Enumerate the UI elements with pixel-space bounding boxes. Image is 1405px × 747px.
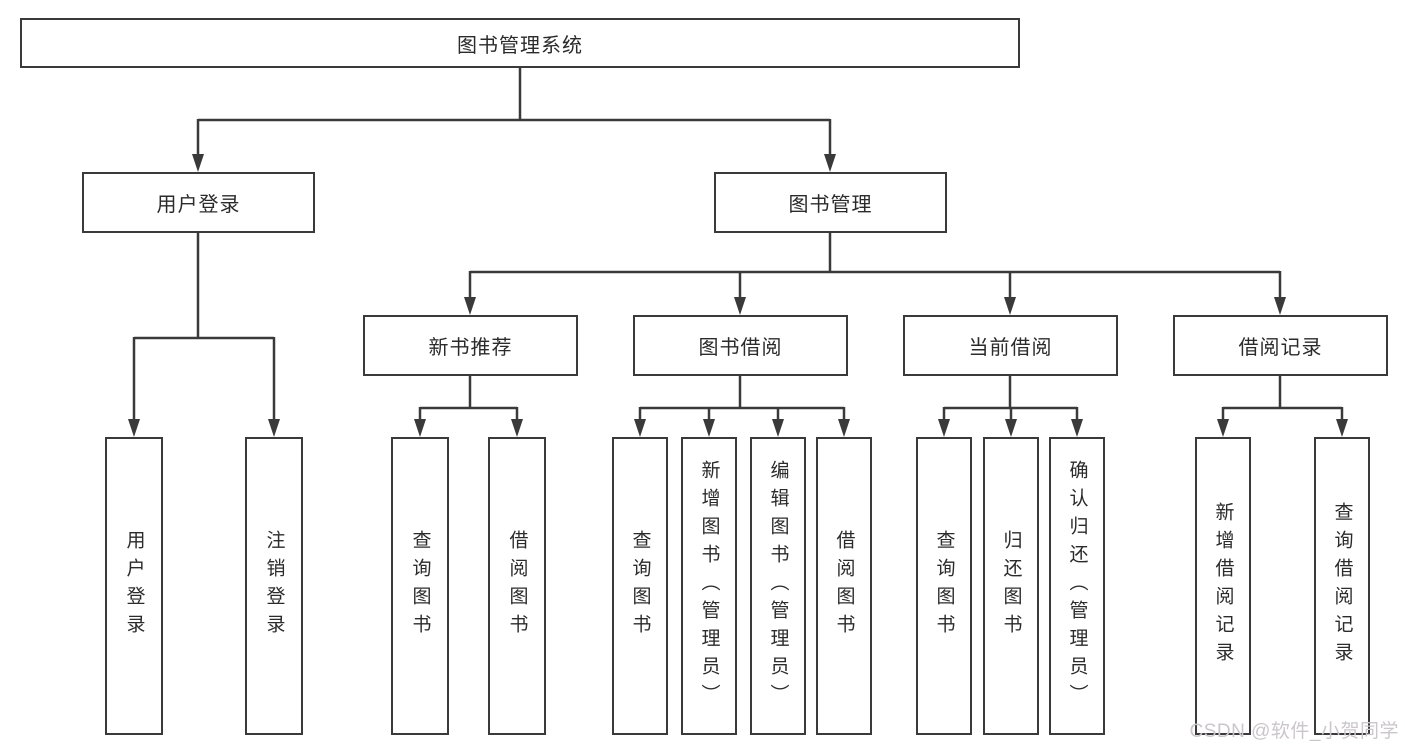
node-label: 用户登录 — [123, 530, 145, 642]
leaf-borrow-books-recommend: 借阅图书 — [488, 437, 546, 735]
node-label: 图书借阅 — [698, 337, 783, 359]
leaf-query-books-current: 查询图书 — [916, 437, 972, 735]
node-current-borrowing: 当前借阅 — [903, 315, 1118, 376]
leaf-user-login: 用户登录 — [105, 437, 163, 735]
leaf-logout: 注销登录 — [245, 437, 303, 735]
node-label: 借阅图书 — [833, 530, 855, 642]
node-label: 查询图书 — [409, 530, 431, 642]
node-book-management: 图书管理 — [714, 172, 947, 233]
node-label: 用户登录 — [156, 194, 241, 216]
leaf-return-books: 归还图书 — [983, 437, 1039, 735]
node-label: 查询图书 — [629, 530, 651, 642]
leaf-borrow-books: 借阅图书 — [816, 437, 872, 735]
leaf-query-books-recommend: 查询图书 — [391, 437, 449, 735]
node-label: 新增图书（管理员） — [698, 460, 720, 712]
leaf-add-borrow-record: 新增借阅记录 — [1195, 437, 1251, 735]
node-label: 注销登录 — [263, 530, 285, 642]
node-label: 查询借阅记录 — [1331, 502, 1353, 670]
leaf-edit-books-admin: 编辑图书（管理员） — [750, 437, 806, 735]
node-root-library-system: 图书管理系统 — [20, 18, 1020, 68]
node-label: 归还图书 — [1000, 530, 1022, 642]
node-label: 图书管理 — [788, 194, 873, 216]
node-label: 新书推荐 — [428, 337, 513, 359]
node-user-login: 用户登录 — [82, 172, 315, 233]
node-label: 确认归还（管理员） — [1066, 460, 1088, 712]
node-new-book-recommend: 新书推荐 — [363, 315, 578, 376]
leaf-confirm-return-admin: 确认归还（管理员） — [1049, 437, 1105, 735]
node-label: 图书管理系统 — [457, 34, 583, 57]
csdn-watermark: CSDN @软件_小贺同学 — [1189, 721, 1399, 742]
node-label: 当前借阅 — [968, 337, 1053, 359]
leaf-add-books-admin: 新增图书（管理员） — [681, 437, 737, 735]
node-label: 借阅记录 — [1238, 337, 1323, 359]
leaf-query-borrow-record: 查询借阅记录 — [1314, 437, 1370, 735]
node-book-borrowing: 图书借阅 — [633, 315, 848, 376]
node-label: 借阅图书 — [506, 530, 528, 642]
node-label: 查询图书 — [933, 530, 955, 642]
leaf-query-books-borrowing: 查询图书 — [612, 437, 668, 735]
node-borrowing-records: 借阅记录 — [1173, 315, 1388, 376]
node-label: 新增借阅记录 — [1212, 502, 1234, 670]
node-label: 编辑图书（管理员） — [767, 460, 789, 712]
